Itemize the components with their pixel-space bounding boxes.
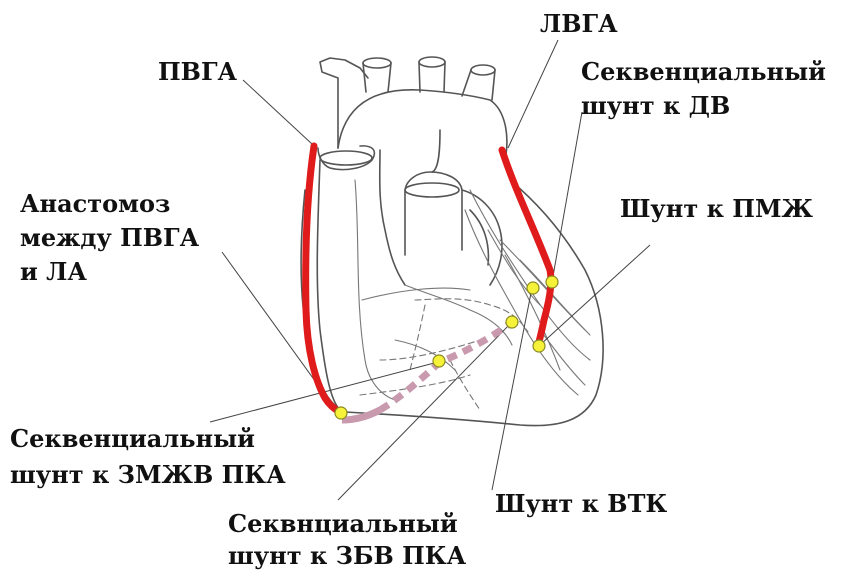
- label-seq-zmzhv-line2: шунт к ЗМЖВ ПКА: [10, 461, 286, 489]
- leader-lvga: [508, 40, 558, 148]
- anastomosis-rima-pa: [335, 407, 347, 419]
- leader-pvga: [243, 80, 312, 144]
- label-vtk: Шунт к ВТК: [495, 490, 667, 518]
- label-seq-zbv: Секвнциальный шунт к ЗБВ ПКА: [228, 510, 466, 570]
- anastomosis-dv: [546, 276, 558, 288]
- label-anast: Анастомоз между ПВГА и ЛА: [20, 190, 199, 286]
- anastomosis-zbv: [506, 316, 518, 328]
- leader-seq-zbv: [338, 322, 512, 500]
- anastomosis-pmzh: [533, 340, 545, 352]
- leader-pmzh: [540, 245, 650, 345]
- label-lvga: ЛВГА: [540, 10, 618, 38]
- anastomosis-vtk: [527, 282, 539, 294]
- rima-graft: [306, 146, 340, 412]
- label-seq-zbv-line1: Секвнциальный: [228, 510, 466, 538]
- label-anast-line1: Анастомоз: [20, 190, 199, 218]
- label-seq-dv-line1: Секвенциальный: [581, 58, 826, 86]
- heart-outline: [301, 57, 603, 426]
- label-seq-dv-line2: шунт к ДВ: [581, 92, 826, 120]
- label-seq-zbv-line2: шунт к ЗБВ ПКА: [228, 542, 466, 570]
- anastomosis-zmzhv: [433, 355, 445, 367]
- label-seq-dv: Секвенциальный шунт к ДВ: [581, 58, 826, 120]
- label-seq-zmzhv-line1: Секвенциальный: [10, 425, 286, 453]
- venous-graft-dashed: [380, 322, 512, 410]
- label-pvga: ПВГА: [158, 58, 237, 86]
- label-seq-zmzhv: Секвенциальный шунт к ЗМЖВ ПКА: [10, 425, 286, 489]
- label-anast-line2: между ПВГА: [20, 224, 199, 252]
- label-pmzh: Шунт к ПМЖ: [620, 195, 813, 223]
- label-anast-line3: и ЛА: [20, 258, 199, 286]
